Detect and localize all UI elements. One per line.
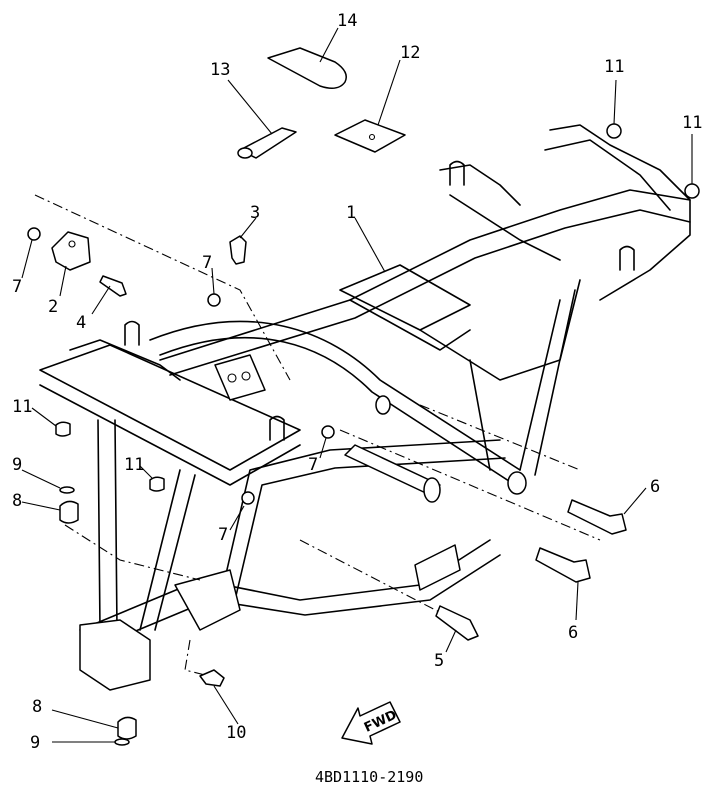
callout-7-a: 7 — [12, 277, 22, 297]
fwd-arrow: FWD — [341, 701, 401, 745]
main-frame — [39, 124, 691, 691]
collar-part-9-b — [114, 738, 130, 746]
callout-1: 1 — [346, 203, 356, 223]
part-code: 4BD1110-2190 — [315, 768, 423, 786]
callout-12: 12 — [400, 43, 420, 63]
collar-part-9-a — [59, 486, 75, 494]
nut-part-7-c — [321, 425, 335, 439]
callout-11-c: 11 — [604, 57, 624, 77]
leader-lines — [21, 27, 693, 743]
callout-14: 14 — [337, 11, 357, 31]
callout-8-a: 8 — [12, 491, 22, 511]
callout-13: 13 — [210, 60, 230, 80]
callout-2: 2 — [48, 297, 58, 317]
callout-11-d: 11 — [682, 113, 702, 133]
callout-3: 3 — [250, 203, 260, 223]
bracket-hole — [68, 240, 76, 248]
band-loop — [237, 147, 253, 159]
plate-hole — [368, 133, 376, 141]
callout-8-b: 8 — [32, 697, 42, 717]
grommet-part-8-a — [59, 500, 79, 524]
callout-10: 10 — [226, 723, 246, 743]
callout-5: 5 — [434, 651, 444, 671]
nut-part-7-d — [241, 491, 255, 505]
cap-part-11-b — [149, 476, 165, 492]
cap-part-11-a — [55, 421, 71, 437]
bolt-part-6-b — [535, 547, 591, 583]
callout-11-a: 11 — [12, 397, 32, 417]
nut-part-7-a — [27, 227, 41, 241]
callout-9-a: 9 — [12, 455, 22, 475]
cap-part-11-c — [606, 123, 622, 139]
callout-7-b: 7 — [202, 253, 212, 273]
nut-part-7-b — [207, 293, 221, 307]
bolt-part-4 — [99, 275, 127, 297]
fitting-part-3 — [229, 235, 247, 265]
pad-part-14 — [267, 47, 347, 89]
callout-9-b: 9 — [30, 733, 40, 753]
bolt-part-6-a — [567, 499, 627, 535]
callout-11-b: 11 — [124, 455, 144, 475]
callout-7-c: 7 — [308, 455, 318, 475]
cap-part-11-d — [684, 183, 700, 199]
callout-7-d: 7 — [218, 525, 228, 545]
callout-6-b: 6 — [568, 623, 578, 643]
bracket-part-2 — [51, 231, 91, 271]
grommet-part-8-b — [117, 716, 137, 740]
callout-4: 4 — [76, 313, 86, 333]
bolt-part-5 — [435, 605, 479, 641]
callout-6-a: 6 — [650, 477, 660, 497]
bolt-part-10 — [199, 669, 225, 687]
guide-lines — [34, 194, 601, 676]
